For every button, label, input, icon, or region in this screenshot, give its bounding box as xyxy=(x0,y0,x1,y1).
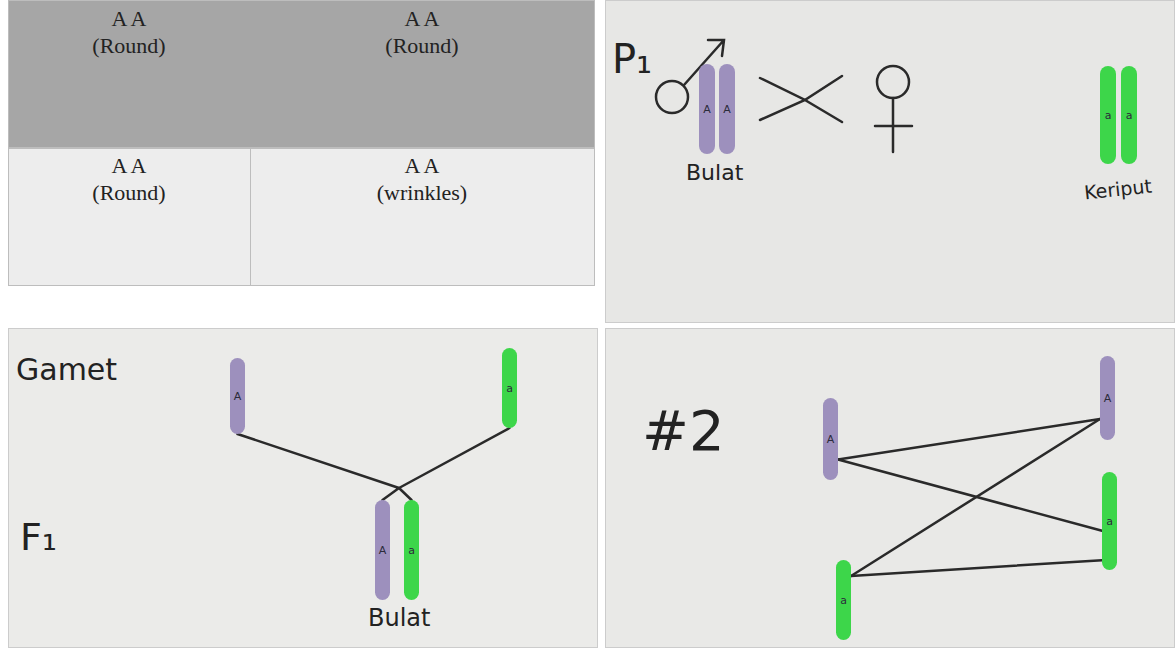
handwritten-label: P₁ xyxy=(612,36,652,82)
allele-letter: A xyxy=(1104,393,1112,404)
chromosome-stick: a xyxy=(1121,66,1137,164)
cross-line xyxy=(851,560,1102,576)
chromosome-stick: A xyxy=(719,64,735,154)
allele-letter: A xyxy=(827,434,835,445)
chromosome-stick: a xyxy=(1100,66,1116,164)
handwritten-label: Gamet xyxy=(16,352,117,387)
table-header-row xyxy=(8,0,595,148)
chromosome-stick: a xyxy=(502,348,517,428)
allele-letter: A xyxy=(723,104,731,115)
table-cell-text: (wrinkles) xyxy=(292,180,552,206)
allele-letter: A xyxy=(703,104,711,115)
chromosome-stick: a xyxy=(836,560,851,640)
cross-line xyxy=(238,434,400,500)
photo-background xyxy=(605,328,1175,648)
chromosome-stick: a xyxy=(1102,472,1117,570)
chromosome-stick: A xyxy=(375,500,390,600)
allele-letter: a xyxy=(840,595,847,606)
table-cell-text: A A xyxy=(292,6,552,32)
table-cell-text: (Round) xyxy=(24,33,234,59)
chromosome-stick: A xyxy=(823,398,838,480)
allele-letter: a xyxy=(1126,110,1133,121)
allele-letter: A xyxy=(234,391,242,402)
cross-symbol xyxy=(760,76,842,122)
table-cell-text: A A xyxy=(24,153,234,179)
handwritten-label: Bulat xyxy=(368,604,430,632)
table-cell-text: A A xyxy=(292,153,552,179)
cross-line xyxy=(399,428,510,500)
handwritten-label: F₁ xyxy=(20,515,57,559)
female-cross xyxy=(875,98,912,152)
handwritten-label: #2 xyxy=(642,398,725,463)
chromosome-stick: A xyxy=(1100,356,1115,440)
table-cell-text: (Round) xyxy=(24,180,234,206)
allele-letter: A xyxy=(379,545,387,556)
cross-line xyxy=(838,460,1102,531)
allele-letter: a xyxy=(1105,110,1112,121)
table-divider xyxy=(250,148,251,286)
allele-letter: a xyxy=(506,383,513,394)
allele-letter: a xyxy=(1106,516,1113,527)
chromosome-stick: A xyxy=(699,64,715,154)
chromosome-stick: A xyxy=(230,358,245,434)
table-cell-text: (Round) xyxy=(292,33,552,59)
female-symbol xyxy=(877,66,909,98)
handwritten-label: Bulat xyxy=(686,160,743,185)
cross-line xyxy=(838,419,1100,460)
table-cell-text: A A xyxy=(24,6,234,32)
cross-line xyxy=(851,419,1100,576)
chromosome-stick: a xyxy=(404,500,419,600)
table-body-row xyxy=(8,148,595,286)
allele-letter: a xyxy=(408,545,415,556)
